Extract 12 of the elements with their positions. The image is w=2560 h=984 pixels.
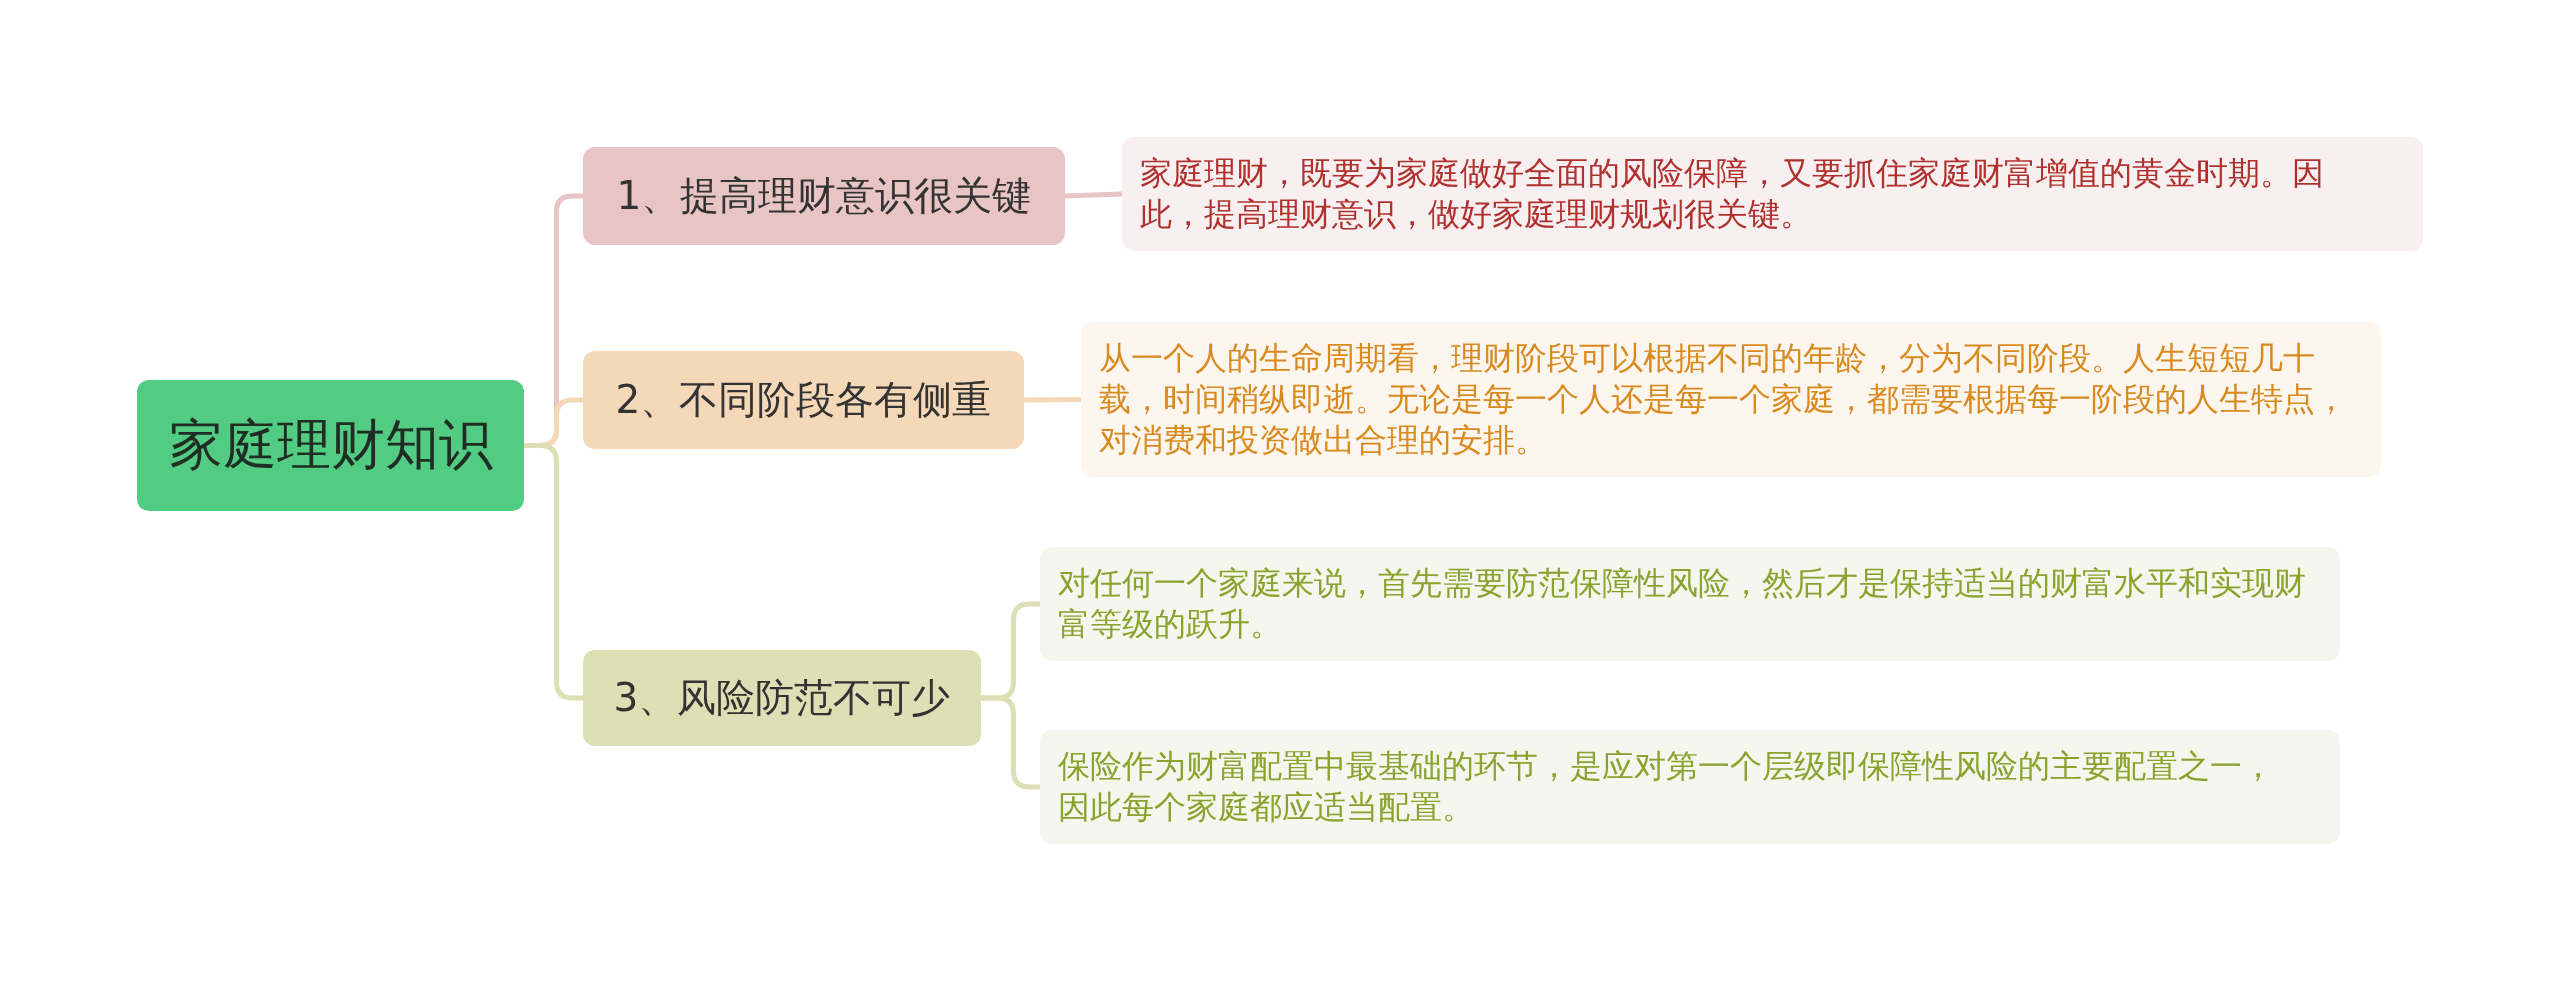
connector-line bbox=[524, 443, 583, 701]
connector-line bbox=[981, 695, 1040, 790]
branch-topic-box: 3、风险防范不可少 bbox=[583, 650, 981, 746]
note-box: 保险作为财富配置中最基础的环节，是应对第一个层级即保障性风险的主要配置之一，因此每个家庭都应适当配置。 bbox=[1040, 730, 2340, 844]
note-box: 对任何一个家庭来说，首先需要防范保障性风险，然后才是保持适当的财富水平和实现财富等级的跃升。 bbox=[1040, 547, 2340, 661]
note-box: 家庭理财，既要为家庭做好全面的风险保障，又要抓住家庭财富增值的黄金时期。因此，提高理财意识，做好家庭理财规划很关键。 bbox=[1122, 137, 2423, 251]
branch-topic-box: 1、提高理财意识很关键 bbox=[583, 147, 1065, 245]
root-topic-box: 家庭理财知识 bbox=[137, 380, 524, 511]
connector-line bbox=[1024, 397, 1082, 403]
note-box: 从一个人的生命周期看，理财阶段可以根据不同的年龄，分为不同阶段。人生短短几十载，时间稍纵即逝。无论是每一个人还是每一个家庭，都需要根据每一阶段的人生特点，对消费和投资做出合理的安排。 bbox=[1081, 322, 2381, 477]
connector-line bbox=[1064, 191, 1123, 199]
branch-topic-box: 2、不同阶段各有侧重 bbox=[583, 351, 1024, 449]
